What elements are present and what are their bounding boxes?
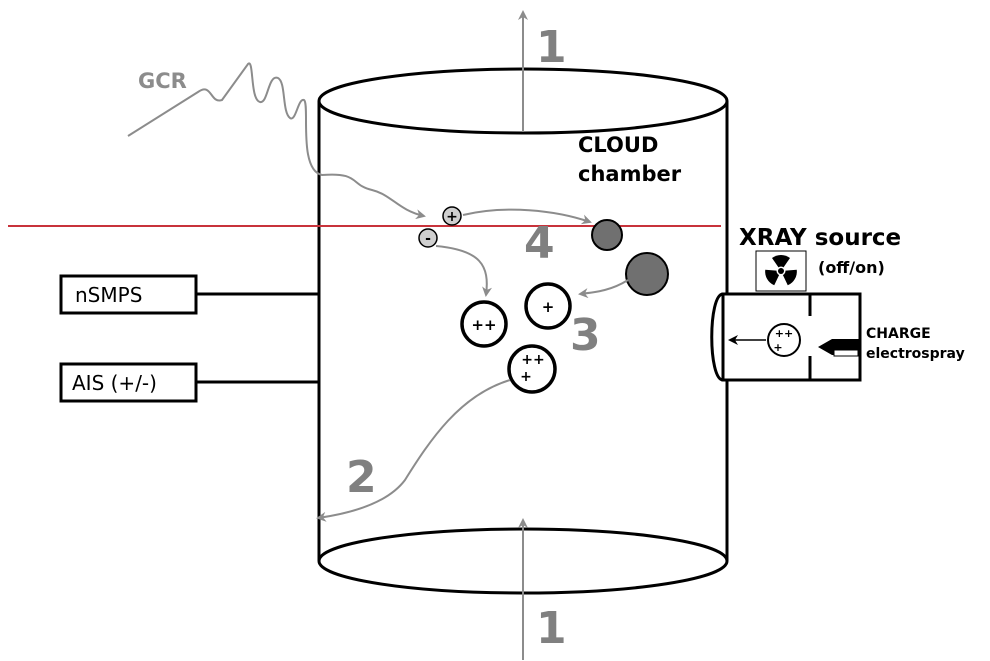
charged-cluster-b: + bbox=[524, 282, 572, 330]
electrospray-label: electrospray bbox=[866, 346, 965, 362]
chamber-title-line1: CLOUD bbox=[578, 133, 658, 157]
svg-text:++: ++ bbox=[775, 327, 793, 340]
aerosol-particle-1 bbox=[591, 219, 623, 251]
ais-label: AIS (+/-) bbox=[72, 371, 157, 395]
svg-text:+: + bbox=[542, 298, 555, 316]
number-3: 3 bbox=[570, 310, 601, 361]
charged-cluster-a: ++ bbox=[460, 300, 508, 348]
number-2: 2 bbox=[346, 452, 377, 503]
xray-state-label: (off/on) bbox=[818, 258, 885, 277]
nsmps-instrument: nSMPS bbox=[59, 274, 319, 315]
wall-loss-arrow bbox=[316, 379, 511, 522]
gcr-cosmic-ray-path bbox=[127, 62, 426, 220]
charge-label: CHARGE bbox=[866, 326, 931, 342]
svg-text:+: + bbox=[520, 369, 532, 385]
svg-text:+: + bbox=[773, 341, 782, 354]
gcr-label: GCR bbox=[138, 69, 187, 93]
number-1-bottom: 1 bbox=[536, 603, 567, 654]
number-4: 4 bbox=[524, 218, 555, 269]
ais-instrument: AIS (+/-) bbox=[59, 362, 319, 403]
nsmps-label: nSMPS bbox=[75, 283, 142, 307]
positive-ion-arrow bbox=[462, 208, 592, 225]
svg-text:-: - bbox=[425, 231, 431, 247]
aerosol-particle-2 bbox=[625, 252, 669, 296]
charged-cluster-c: ++ + bbox=[507, 344, 557, 394]
negative-ion-arrow bbox=[435, 245, 493, 297]
spray-cluster: ++ + bbox=[767, 323, 801, 357]
number-1-top: 1 bbox=[536, 22, 567, 73]
electrospray-nozzle-icon bbox=[818, 339, 860, 357]
radiation-icon bbox=[755, 250, 807, 292]
chamber-title-line2: chamber bbox=[578, 162, 682, 186]
particle-to-cluster-arrow bbox=[578, 279, 629, 299]
chamber-bottom-ellipse bbox=[317, 527, 729, 595]
positive-ion: + bbox=[442, 206, 462, 226]
svg-text:++: ++ bbox=[471, 316, 496, 334]
svg-text:+: + bbox=[446, 209, 458, 225]
cloud-chamber-cylinder bbox=[317, 67, 729, 595]
xray-label: XRAY source bbox=[739, 225, 901, 251]
negative-ion: - bbox=[418, 228, 438, 248]
svg-text:++: ++ bbox=[521, 352, 544, 368]
